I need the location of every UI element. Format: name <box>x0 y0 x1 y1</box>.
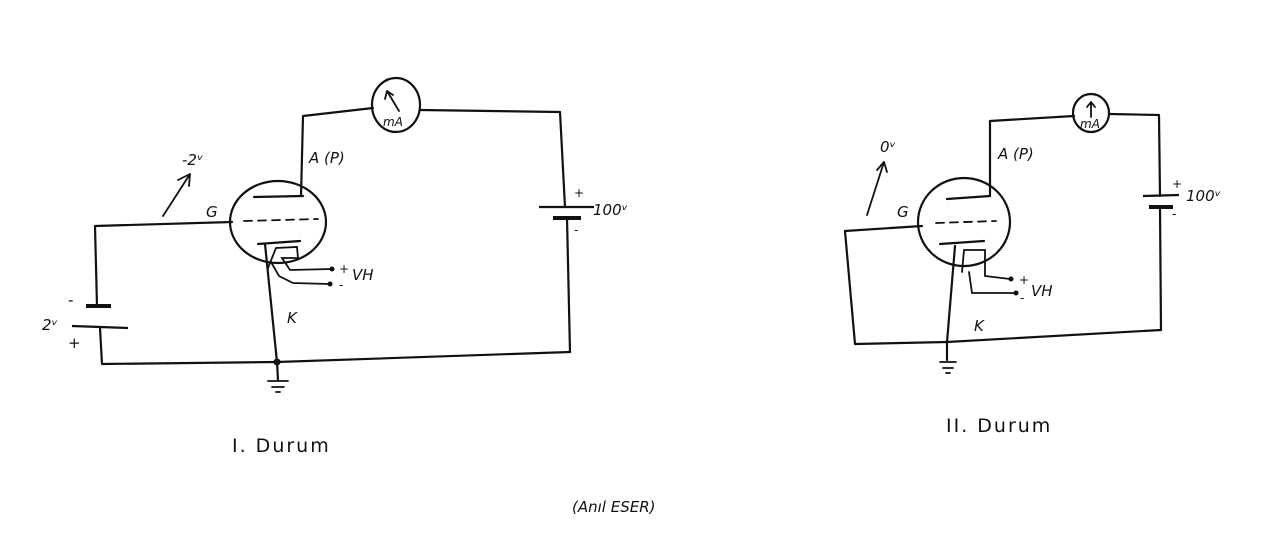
circuit1-grid-voltage-arrow-icon <box>162 173 191 217</box>
circuit1-battery-left-minus: - <box>68 291 73 309</box>
circuit-1: -2ᵛ G A (P) K mA + - VH 2ᵛ - + + - 100ᵛ … <box>42 76 628 457</box>
circuit2-wire-bottom <box>945 328 1163 344</box>
circuit1-heater-minus: - <box>339 278 343 292</box>
circuit2-tube-grid <box>935 220 997 224</box>
circuit1-wire-left-bottom <box>98 326 279 366</box>
circuit1-heater-label: VH <box>352 266 374 284</box>
circuit1-heater-filament <box>267 246 332 285</box>
circuit2-heater-minus: - <box>1020 291 1024 305</box>
circuit2-battery-right-minus: - <box>1172 207 1176 221</box>
circuit1-battery-left-plus: + <box>68 334 81 352</box>
circuit1-wire-anode <box>299 106 375 198</box>
circuit1-junction-dot <box>273 358 281 366</box>
circuit1-wire-right <box>565 216 572 354</box>
circuit2-heater-plus: + <box>1019 273 1029 287</box>
circuit2-heater-label: VH <box>1031 282 1053 300</box>
circuit2-tube-cathode <box>938 239 986 246</box>
circuit1-wire-bottom <box>275 350 572 364</box>
circuit2-ground-icon <box>939 361 957 374</box>
circuit2-tube-plate <box>945 194 992 201</box>
circuit2-anode-label: A (P) <box>997 145 1034 163</box>
circuit2-battery-right-plate-long <box>1142 193 1180 198</box>
circuit2-wire-anode <box>988 114 1076 198</box>
circuit1-ammeter-needle-icon <box>384 90 400 112</box>
circuit1-caption: I. Durum <box>232 435 331 457</box>
circuit2-heater-terminal-plus <box>1008 276 1014 282</box>
circuit1-heater-terminal-minus <box>327 281 333 287</box>
circuit2-wire-cathode <box>945 244 957 362</box>
circuit1-meter-label: mA <box>383 115 403 129</box>
circuit1-battery-right-plus: + <box>574 186 584 200</box>
circuit2-cathode-label: K <box>974 317 985 335</box>
circuit1-battery-right-value: 100ᵛ <box>593 201 628 219</box>
circuit1-tube-plate <box>252 194 305 199</box>
circuit1-battery-left-value: 2ᵛ <box>42 316 58 334</box>
circuit2-grid-voltage-arrow-icon <box>866 161 888 216</box>
circuit2-meter-label: mA <box>1080 117 1100 131</box>
circuit1-grid-voltage: -2ᵛ <box>182 151 203 169</box>
circuit2-wire-right-top <box>1107 112 1162 198</box>
circuit2-wire-grid <box>843 224 949 346</box>
circuit1-heater-plus: + <box>339 262 349 276</box>
circuit2-heater-terminal-minus <box>1013 290 1019 296</box>
circuit2-wire-right <box>1158 206 1163 332</box>
circuit2-grid-voltage: 0ᵛ <box>880 138 896 156</box>
circuit1-battery-left-plate-long <box>71 324 129 330</box>
circuit1-tube-cathode <box>256 239 302 246</box>
circuit2-tube-envelope <box>916 176 1012 268</box>
circuit1-tube-grid <box>243 218 319 222</box>
circuit2-heater-filament <box>961 249 1016 294</box>
circuit1-wire-grid <box>93 220 234 308</box>
circuit1-wire-right-top <box>418 108 567 209</box>
circuit1-tube-envelope <box>228 179 328 265</box>
circuit1-grid-label: G <box>206 203 218 221</box>
circuit2-ammeter-needle-icon <box>1086 101 1096 118</box>
circuit1-ammeter-body <box>370 76 422 134</box>
circuit1-heater-terminal-plus <box>329 266 335 272</box>
circuit2-caption: II. Durum <box>946 415 1052 437</box>
circuit2-grid-label: G <box>897 203 909 221</box>
circuit2-battery-right-value: 100ᵛ <box>1186 187 1221 205</box>
circuit1-cathode-label: K <box>287 309 298 327</box>
circuit-2: 0ᵛ G A (P) K mA + - VH + - 100ᵛ II. Duru… <box>843 92 1221 437</box>
circuit2-battery-right-plus: + <box>1172 177 1182 191</box>
signature: (Anıl ESER) <box>572 498 655 516</box>
circuit2-ammeter-body <box>1071 92 1111 134</box>
circuit1-battery-right-minus: - <box>574 223 578 237</box>
circuit1-anode-label: A (P) <box>308 149 345 167</box>
circuit1-ground-icon <box>267 380 289 393</box>
